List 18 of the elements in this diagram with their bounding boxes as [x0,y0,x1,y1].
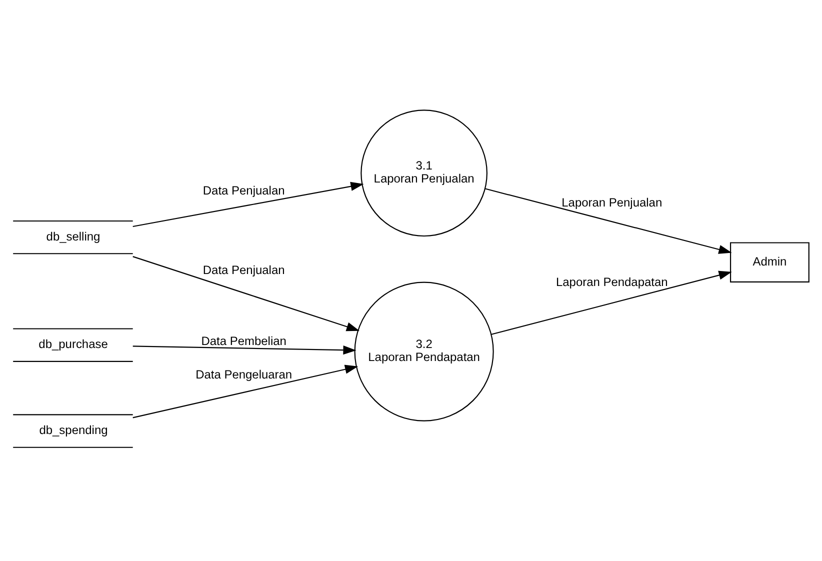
edge-label: Data Penjualan [202,184,285,198]
node-circle: 3.1 Laporan Penjualan [360,110,488,237]
node-text: db_spending [39,423,108,438]
node-text: db_purchase [38,337,108,352]
edge-label: Data Pengeluaran [196,368,292,382]
arrow [132,256,360,332]
edge-label: Laporan Penjualan [562,196,662,210]
node-text: db_selling [46,229,100,244]
arrow [132,364,358,418]
arrow [132,346,356,355]
node-box: Admin [730,242,810,282]
arrow [132,182,364,228]
arrow [484,188,732,254]
edge-label: Laporan Pendapatan [556,275,668,290]
edge-label: Data Pembelian [201,334,286,348]
arrow [491,270,732,335]
edge-label: Data Penjualan [202,263,285,278]
node-circle: 3.2 Laporan Pendapatan [354,282,494,422]
